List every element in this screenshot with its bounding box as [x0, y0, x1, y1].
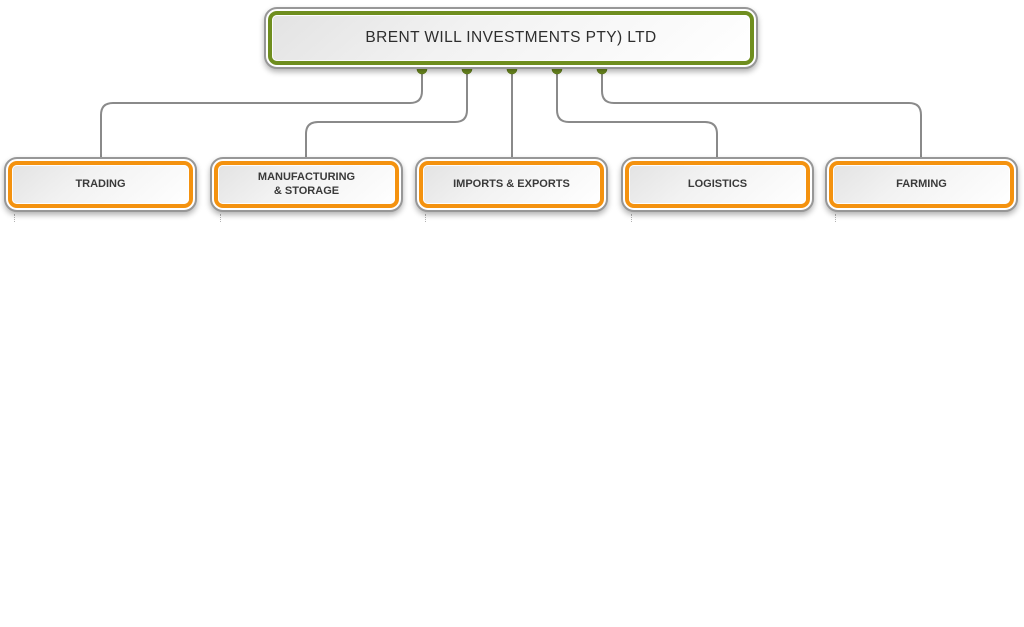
node-stub-mark — [220, 214, 221, 222]
child-node-accent-border: FARMING — [829, 161, 1014, 208]
org-node-label: IMPORTS & EXPORTS — [453, 177, 570, 190]
child-node-panel: FARMING — [833, 165, 1010, 204]
org-node-label: BRENT WILL INVESTMENTS PTY) LTD — [365, 29, 657, 46]
child-node-accent-border: LOGISTICS — [625, 161, 810, 208]
org-node-label: LOGISTICS — [687, 177, 748, 190]
org-node-label: FARMING — [896, 177, 947, 190]
org-node-trading[interactable]: TRADING — [4, 157, 197, 212]
node-stub-mark — [14, 214, 15, 222]
connector-line-manufacturing — [305, 69, 468, 158]
child-node-panel: IMPORTS & EXPORTS — [423, 165, 600, 204]
org-node-farming[interactable]: FARMING — [825, 157, 1018, 212]
org-node-manufacturing-storage[interactable]: MANUFACTURING & STORAGE — [210, 157, 403, 212]
child-node-accent-border: IMPORTS & EXPORTS — [419, 161, 604, 208]
connector-line-logistics — [556, 69, 718, 158]
root-node-panel: BRENT WILL INVESTMENTS PTY) LTD — [272, 15, 750, 61]
node-stub-mark — [835, 214, 836, 222]
org-node-label: MANUFACTURING & STORAGE — [257, 170, 356, 197]
node-stub-mark — [631, 214, 632, 222]
org-node-label: TRADING — [75, 177, 126, 190]
root-node-accent-border: BRENT WILL INVESTMENTS PTY) LTD — [268, 11, 754, 65]
child-node-panel: TRADING — [12, 165, 189, 204]
child-node-accent-border: MANUFACTURING & STORAGE — [214, 161, 399, 208]
child-node-panel: MANUFACTURING & STORAGE — [218, 165, 395, 204]
org-node-imports-exports[interactable]: IMPORTS & EXPORTS — [415, 157, 608, 212]
org-node-root[interactable]: BRENT WILL INVESTMENTS PTY) LTD — [264, 7, 758, 69]
connector-line-trading — [100, 69, 423, 158]
connector-line-farming — [601, 69, 922, 158]
child-node-accent-border: TRADING — [8, 161, 193, 208]
child-node-panel: LOGISTICS — [629, 165, 806, 204]
org-node-logistics[interactable]: LOGISTICS — [621, 157, 814, 212]
node-stub-mark — [425, 214, 426, 222]
